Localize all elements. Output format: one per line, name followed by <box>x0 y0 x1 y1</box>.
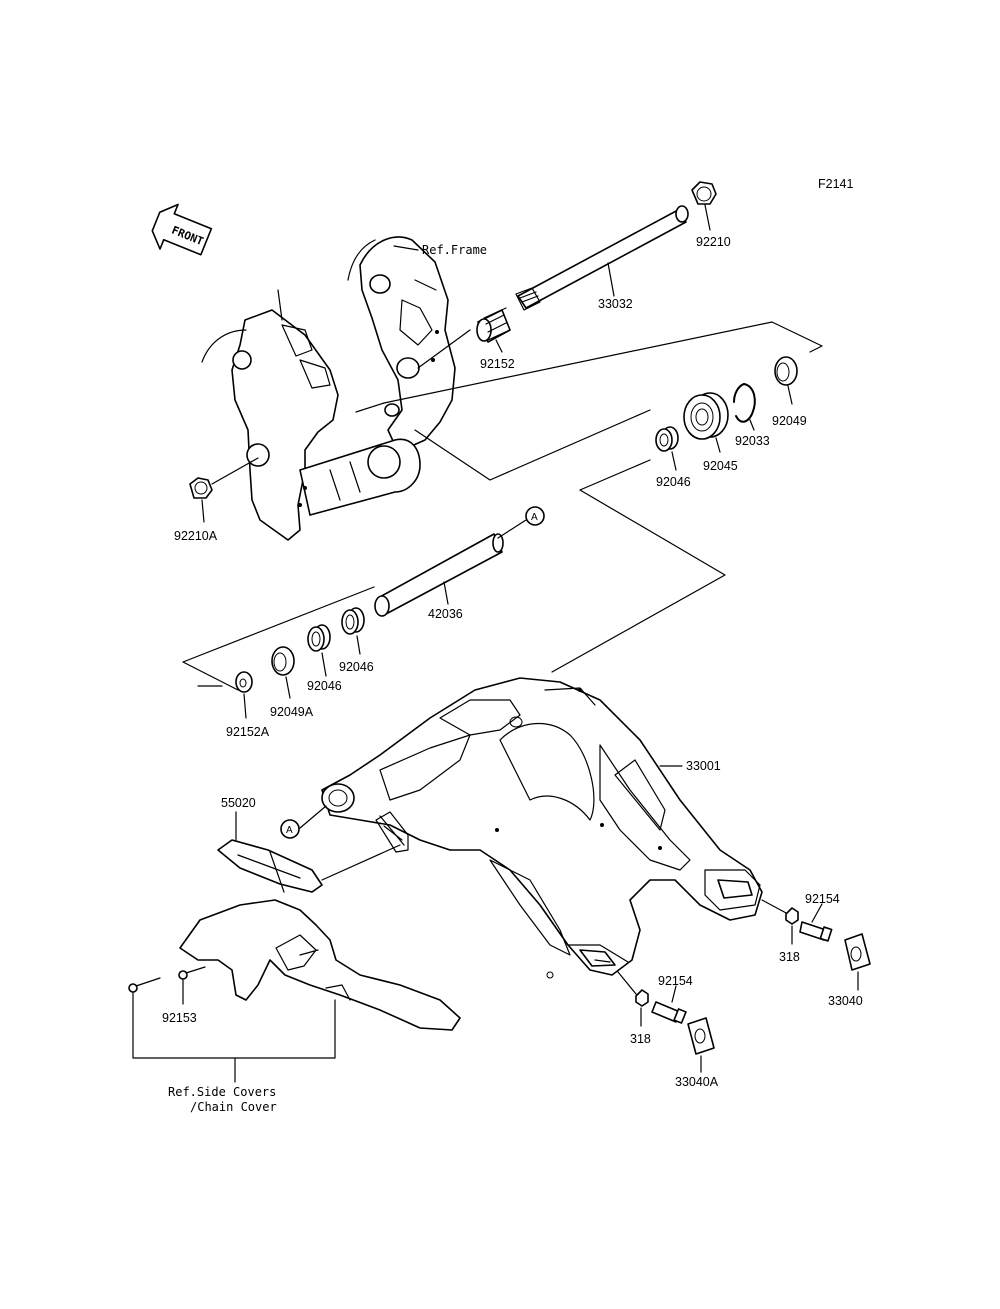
bolt-92153-icon <box>178 966 206 980</box>
label-33032: 33032 <box>598 297 633 311</box>
needle-bearing-92046-lower-a-icon <box>341 607 365 635</box>
oil-seal-92049-icon <box>774 356 798 386</box>
label-42036: 42036 <box>428 607 463 621</box>
label-318-right: 318 <box>779 950 800 964</box>
label-92152A: 92152A <box>226 725 270 739</box>
pivot-shaft-33032 <box>515 205 689 311</box>
label-92210A: 92210A <box>174 529 218 543</box>
sleeve-42036-icon <box>374 533 504 617</box>
screw-side-cover-icon <box>128 977 161 993</box>
label-92152: 92152 <box>480 357 515 371</box>
label-318-bottom: 318 <box>630 1032 651 1046</box>
label-92154-bottom: 92154 <box>658 974 693 988</box>
collar-92152-icon <box>476 307 511 343</box>
label-33040A: 33040A <box>675 1075 719 1089</box>
label-92210: 92210 <box>696 235 731 249</box>
label-55020: 55020 <box>221 796 256 810</box>
label-92153: 92153 <box>162 1011 197 1025</box>
ref-chain-cover-label: /Chain Cover <box>190 1100 277 1114</box>
swingarm-33001 <box>321 677 763 979</box>
ref-frame-label: Ref.Frame <box>422 243 487 257</box>
nut-318-right-icon <box>785 907 799 925</box>
figure-code: F2141 <box>818 177 853 191</box>
chain-cover <box>179 899 461 1031</box>
nut-92210A-icon <box>189 477 213 499</box>
chain-adjuster-33040A-icon <box>687 1017 715 1055</box>
bolt-92154-bottom-icon <box>651 1001 687 1024</box>
label-92046-lower-right: 92046 <box>339 660 374 674</box>
label-33040: 33040 <box>828 994 863 1008</box>
needle-bearing-92046-upper-icon <box>655 426 679 452</box>
needle-bearing-92046-lower-b-icon <box>307 624 331 652</box>
chain-adjuster-33040-icon <box>844 933 871 971</box>
label-92049A: 92049A <box>270 705 314 719</box>
bolt-92154-right-icon <box>799 921 833 942</box>
front-arrow-icon: FRONT <box>151 203 213 256</box>
ball-bearing-92045-icon <box>683 392 729 440</box>
oil-seal-92049A-icon <box>271 646 295 676</box>
label-92154-right: 92154 <box>805 892 840 906</box>
chain-slider-55020 <box>217 839 323 893</box>
label-92046-lower-left: 92046 <box>307 679 342 693</box>
collar-92152A-icon <box>235 671 253 693</box>
circlip-92033-icon <box>733 383 756 423</box>
svg-text:A: A <box>286 825 293 836</box>
nut-318-bottom-icon <box>635 989 649 1007</box>
frame-outline <box>201 236 456 541</box>
label-33001: 33001 <box>686 759 721 773</box>
label-92049: 92049 <box>772 414 807 428</box>
label-92045: 92045 <box>703 459 738 473</box>
nut-92210-icon <box>691 181 717 205</box>
label-92046-upper: 92046 <box>656 475 691 489</box>
svg-text:A: A <box>531 512 538 523</box>
ref-side-covers-label: Ref.Side Covers <box>168 1085 276 1099</box>
marker-a-lower-icon: A <box>280 819 300 839</box>
marker-a-upper-icon: A <box>525 506 545 526</box>
label-92033: 92033 <box>735 434 770 448</box>
